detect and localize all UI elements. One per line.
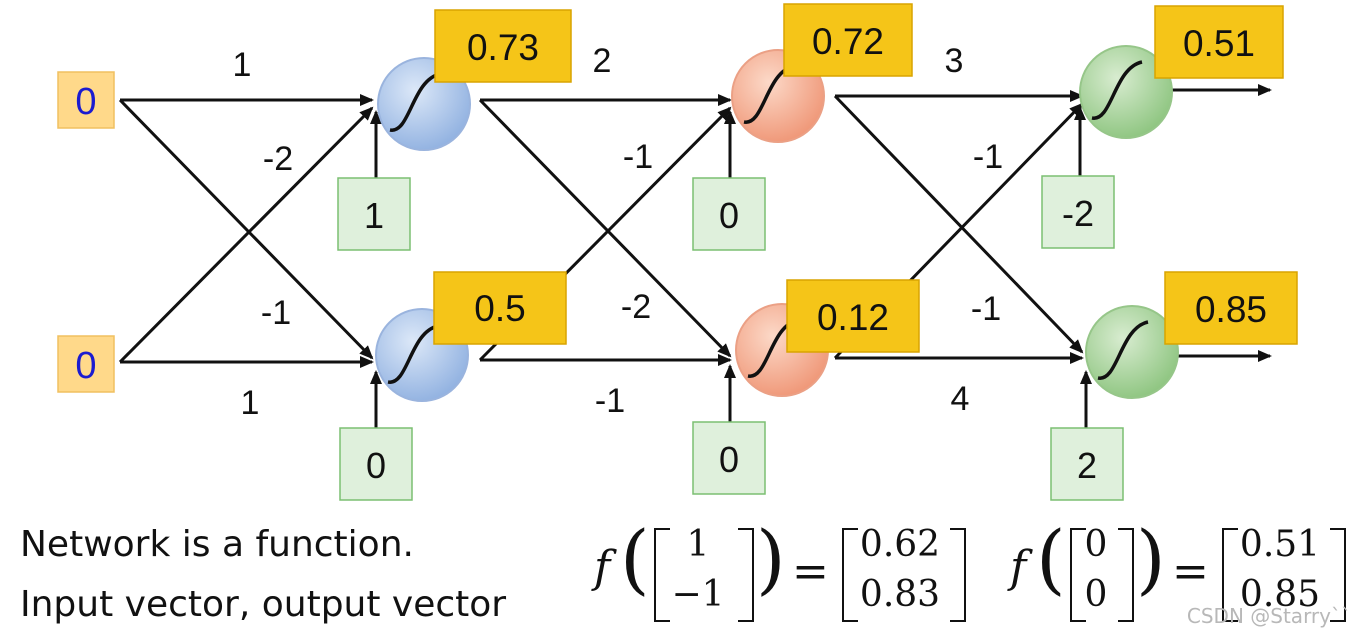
- bias-value-6: 2: [1077, 445, 1097, 486]
- equals-sign: =: [792, 546, 829, 597]
- output-box-n4: [786, 279, 920, 353]
- bracket-right: [950, 528, 966, 622]
- bracket-left: [654, 528, 670, 622]
- bracket-right: [1330, 528, 1346, 622]
- bias-box-3: [692, 177, 766, 251]
- weight-label: 4: [951, 380, 970, 418]
- function-symbol: f: [1010, 542, 1027, 593]
- weight-label: 3: [945, 42, 964, 80]
- weight-label: -1: [623, 138, 653, 176]
- output-box-n3: [783, 3, 913, 77]
- output-value-n4: 0.12: [817, 297, 889, 338]
- bias-box-4: [692, 421, 766, 495]
- edge-x2-n1: [118, 106, 374, 364]
- input-value-2: 0: [75, 345, 96, 387]
- output-box-n1: [434, 9, 572, 83]
- weight-label: -2: [263, 140, 293, 178]
- bracket-right: [1118, 528, 1134, 622]
- bracket-left: [1070, 528, 1086, 622]
- bias-value-2: 0: [366, 445, 386, 486]
- input-vector-cell: 1: [686, 524, 710, 565]
- bias-box-2: [339, 427, 413, 501]
- sigmoid-icon: [1091, 60, 1143, 120]
- bracket-right: [738, 528, 754, 622]
- output-value-n6: 0.85: [1195, 289, 1267, 330]
- input-value-1: 0: [75, 81, 96, 123]
- sigmoid-icon: [389, 72, 441, 132]
- input-box-2: [57, 335, 115, 393]
- bias-box-6: [1050, 427, 1124, 501]
- weight-label: -2: [621, 288, 651, 326]
- output-vector-cell: 0.83: [859, 574, 941, 615]
- paren-right: ): [756, 514, 786, 603]
- equation-1: f ( 1 −1 ) = 0.62 0.83: [592, 514, 982, 636]
- edge-n1-n4: [478, 98, 732, 358]
- output-box-n2: [433, 271, 567, 345]
- weight-label: -1: [971, 290, 1001, 328]
- input-vector-cell: 0: [1084, 574, 1108, 615]
- function-symbol: f: [594, 542, 611, 593]
- bias-box-5: [1041, 175, 1115, 249]
- paren-right: ): [1136, 514, 1166, 603]
- caption-line-1: Network is a function.: [20, 524, 414, 565]
- output-box-n5: [1154, 5, 1284, 79]
- sigmoid-icon: [1097, 320, 1149, 380]
- output-vector-cell: 0.62: [859, 524, 941, 565]
- equation-2: f ( 0 0 ) = 0.51 0.85: [1008, 514, 1363, 636]
- paren-left: (: [620, 514, 650, 603]
- bias-box-1: [337, 177, 411, 251]
- equals-sign: =: [1172, 546, 1209, 597]
- output-value-n2: 0.5: [474, 288, 525, 329]
- paren-left: (: [1036, 514, 1066, 603]
- output-box-n6: [1164, 271, 1298, 345]
- weight-label: -1: [261, 294, 291, 332]
- caption-line-2: Input vector, output vector: [20, 584, 507, 625]
- bias-value-4: 0: [719, 439, 739, 480]
- weight-label: 1: [241, 384, 260, 422]
- bias-value-3: 0: [719, 195, 739, 236]
- bias-value-5: -2: [1062, 193, 1094, 234]
- weight-label: 2: [593, 42, 612, 80]
- input-vector-cell: 0: [1084, 524, 1108, 565]
- output-vector-cell: 0.85: [1239, 574, 1321, 615]
- sigmoid-icon: [387, 324, 439, 384]
- neuron-l3-2: [1085, 305, 1179, 399]
- bracket-left: [842, 528, 858, 622]
- output-value-n3: 0.72: [812, 21, 884, 62]
- output-value-n1: 0.73: [467, 27, 539, 68]
- edge-x1-n2: [118, 98, 374, 360]
- watermark: CSDN @Starryˋˋ: [1186, 604, 1351, 628]
- bias-value-1: 1: [364, 195, 384, 236]
- input-vector-cell: −1: [671, 574, 725, 615]
- output-value-n5: 0.51: [1183, 23, 1255, 64]
- edge-n3-n6: [833, 94, 1084, 354]
- weight-label: -1: [595, 382, 625, 420]
- output-vector-cell: 0.51: [1239, 524, 1321, 565]
- weight-label: 1: [233, 46, 252, 84]
- weight-label: -1: [973, 138, 1003, 176]
- input-box-1: [57, 71, 115, 129]
- bracket-left: [1222, 528, 1238, 622]
